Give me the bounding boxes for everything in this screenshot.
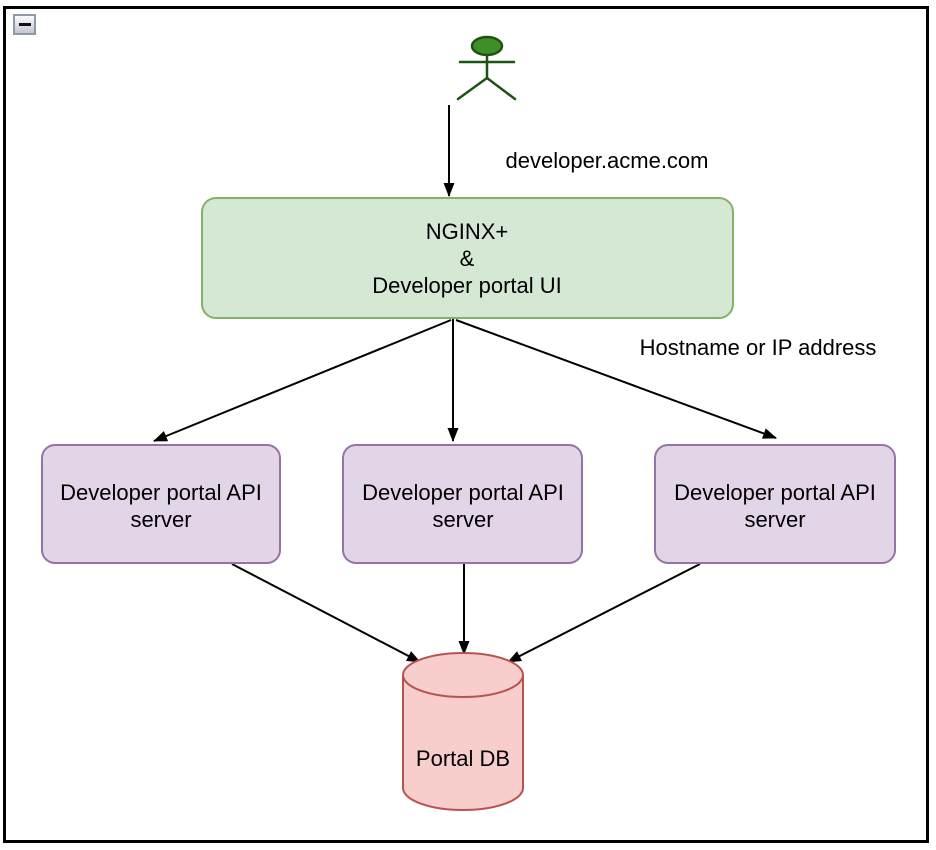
edge-gateway-to-api-right (455, 319, 777, 439)
edge-label-request-host: developer.acme.com (506, 148, 709, 173)
edge-gateway-to-api-left (153, 319, 452, 442)
database-node: Portal DB (402, 652, 524, 811)
api-server-label-line2: server (130, 507, 191, 532)
api-server-label-line1: Developer portal API (60, 480, 262, 505)
api-server-label-line1: Developer portal API (674, 480, 876, 505)
gateway-label-line2: & (460, 246, 475, 271)
gateway-box (201, 197, 734, 319)
edge-api-right-to-db (507, 563, 701, 663)
actor-right-leg (485, 76, 517, 101)
user-actor-icon (456, 35, 517, 101)
gateway-label-line3: Developer portal UI (372, 273, 562, 298)
api-server-box (654, 444, 896, 564)
api-server-label-line1: Developer portal API (362, 480, 564, 505)
api-server-node-right: Developer portal API server (654, 444, 896, 564)
collapse-button[interactable] (13, 14, 36, 35)
database-cylinder-top-edge (402, 674, 524, 698)
database-cylinder (402, 652, 524, 811)
edge-api-left-to-db (231, 563, 421, 663)
api-server-label-line2: server (432, 507, 493, 532)
gateway-label-line1: NGINX+ (426, 219, 509, 244)
api-server-box (41, 444, 281, 564)
actor-head (470, 35, 504, 57)
api-server-node-middle: Developer portal API server (342, 444, 583, 564)
minus-icon (18, 23, 31, 26)
gateway-node: NGINX+ & Developer portal UI (201, 197, 734, 319)
api-server-node-left: Developer portal API server (41, 444, 281, 564)
api-server-label-line2: server (744, 507, 805, 532)
actor-left-leg (456, 76, 489, 101)
api-server-box (342, 444, 583, 564)
database-label: Portal DB (416, 746, 510, 771)
edge-label-routing: Hostname or IP address (640, 335, 877, 360)
